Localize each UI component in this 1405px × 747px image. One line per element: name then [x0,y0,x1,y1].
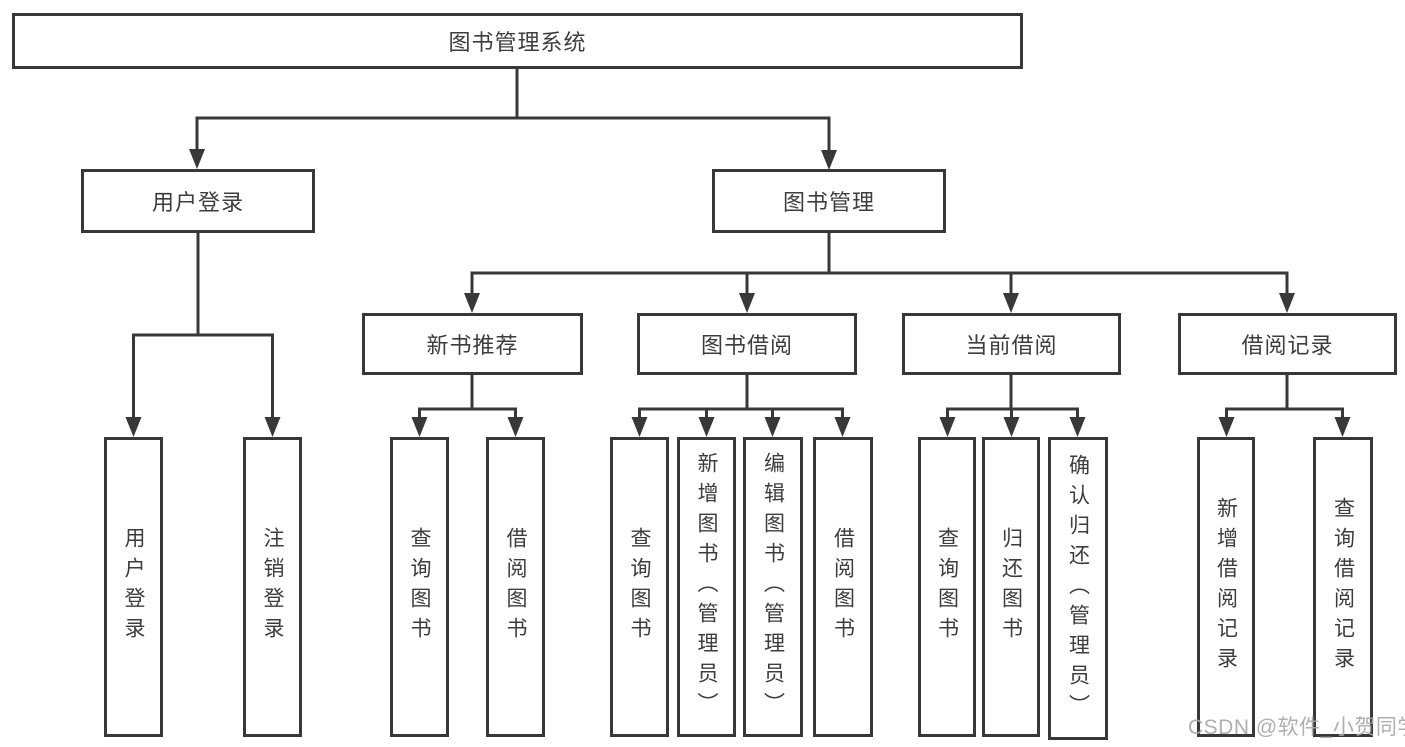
node-user-login-label: 用户登录 [151,190,244,215]
leaf-add-borrow-record: 新增借阅记录 [1197,437,1255,737]
leaf-confirm-return-admin-label: 确认归还（管理员） [1066,453,1090,724]
leaf-add-borrow-record-label: 新增借阅记录 [1214,497,1238,677]
node-current-borrowing-label: 当前借阅 [965,333,1058,358]
leaf-user-login: 用户登录 [104,437,163,737]
leaf-return-books-label: 归还图书 [999,527,1023,647]
leaf-add-books-admin-label: 新增图书（管理员） [695,452,718,722]
leaf-confirm-return-admin: 确认归还（管理员） [1048,437,1108,740]
node-book-borrowing-label: 图书借阅 [700,333,793,358]
leaf-add-books-admin: 新增图书（管理员） [677,437,736,737]
leaf-edit-books-admin: 编辑图书（管理员） [743,437,803,737]
leaf-return-books: 归还图书 [982,437,1040,737]
leaf-query-books-borrowing: 查询图书 [610,437,669,737]
leaf-user-login-label: 用户登录 [122,527,145,647]
node-borrowing-records-label: 借阅记录 [1241,333,1334,358]
node-library-system: 图书管理系统 [12,13,1023,69]
node-book-management-label: 图书管理 [782,190,875,215]
leaf-borrow-books-borrowing-label: 借阅图书 [831,527,855,647]
leaf-query-books-recommend-label: 查询图书 [408,527,431,647]
leaf-query-borrow-record-label: 查询借阅记录 [1331,497,1355,677]
leaf-query-books-borrowing-label: 查询图书 [628,527,651,647]
node-user-login: 用户登录 [81,169,315,233]
node-borrowing-records: 借阅记录 [1178,313,1397,375]
leaf-query-books-recommend: 查询图书 [390,437,449,737]
arrowheads [125,149,1351,437]
node-library-system-label: 图书管理系统 [448,30,587,55]
leaf-borrow-books-recommend-label: 借阅图书 [504,527,527,647]
leaf-query-borrow-record: 查询借阅记录 [1313,437,1373,737]
leaf-query-books-current-label: 查询图书 [935,527,959,647]
node-current-borrowing: 当前借阅 [902,313,1121,375]
leaf-borrow-books-recommend: 借阅图书 [486,437,545,737]
node-book-borrowing: 图书借阅 [637,313,857,375]
leaf-borrow-books-borrowing: 借阅图书 [813,437,873,737]
node-new-book-recommendation: 新书推荐 [362,313,583,375]
node-book-management: 图书管理 [712,169,946,233]
csdn-watermark: CSDN @软件_小贺同学 [1188,716,1405,739]
leaf-query-books-current: 查询图书 [918,437,976,737]
leaf-logout-label: 注销登录 [261,527,284,647]
node-new-book-recommendation-label: 新书推荐 [426,333,519,358]
leaf-edit-books-admin-label: 编辑图书（管理员） [761,452,785,722]
leaf-logout: 注销登录 [243,437,302,737]
